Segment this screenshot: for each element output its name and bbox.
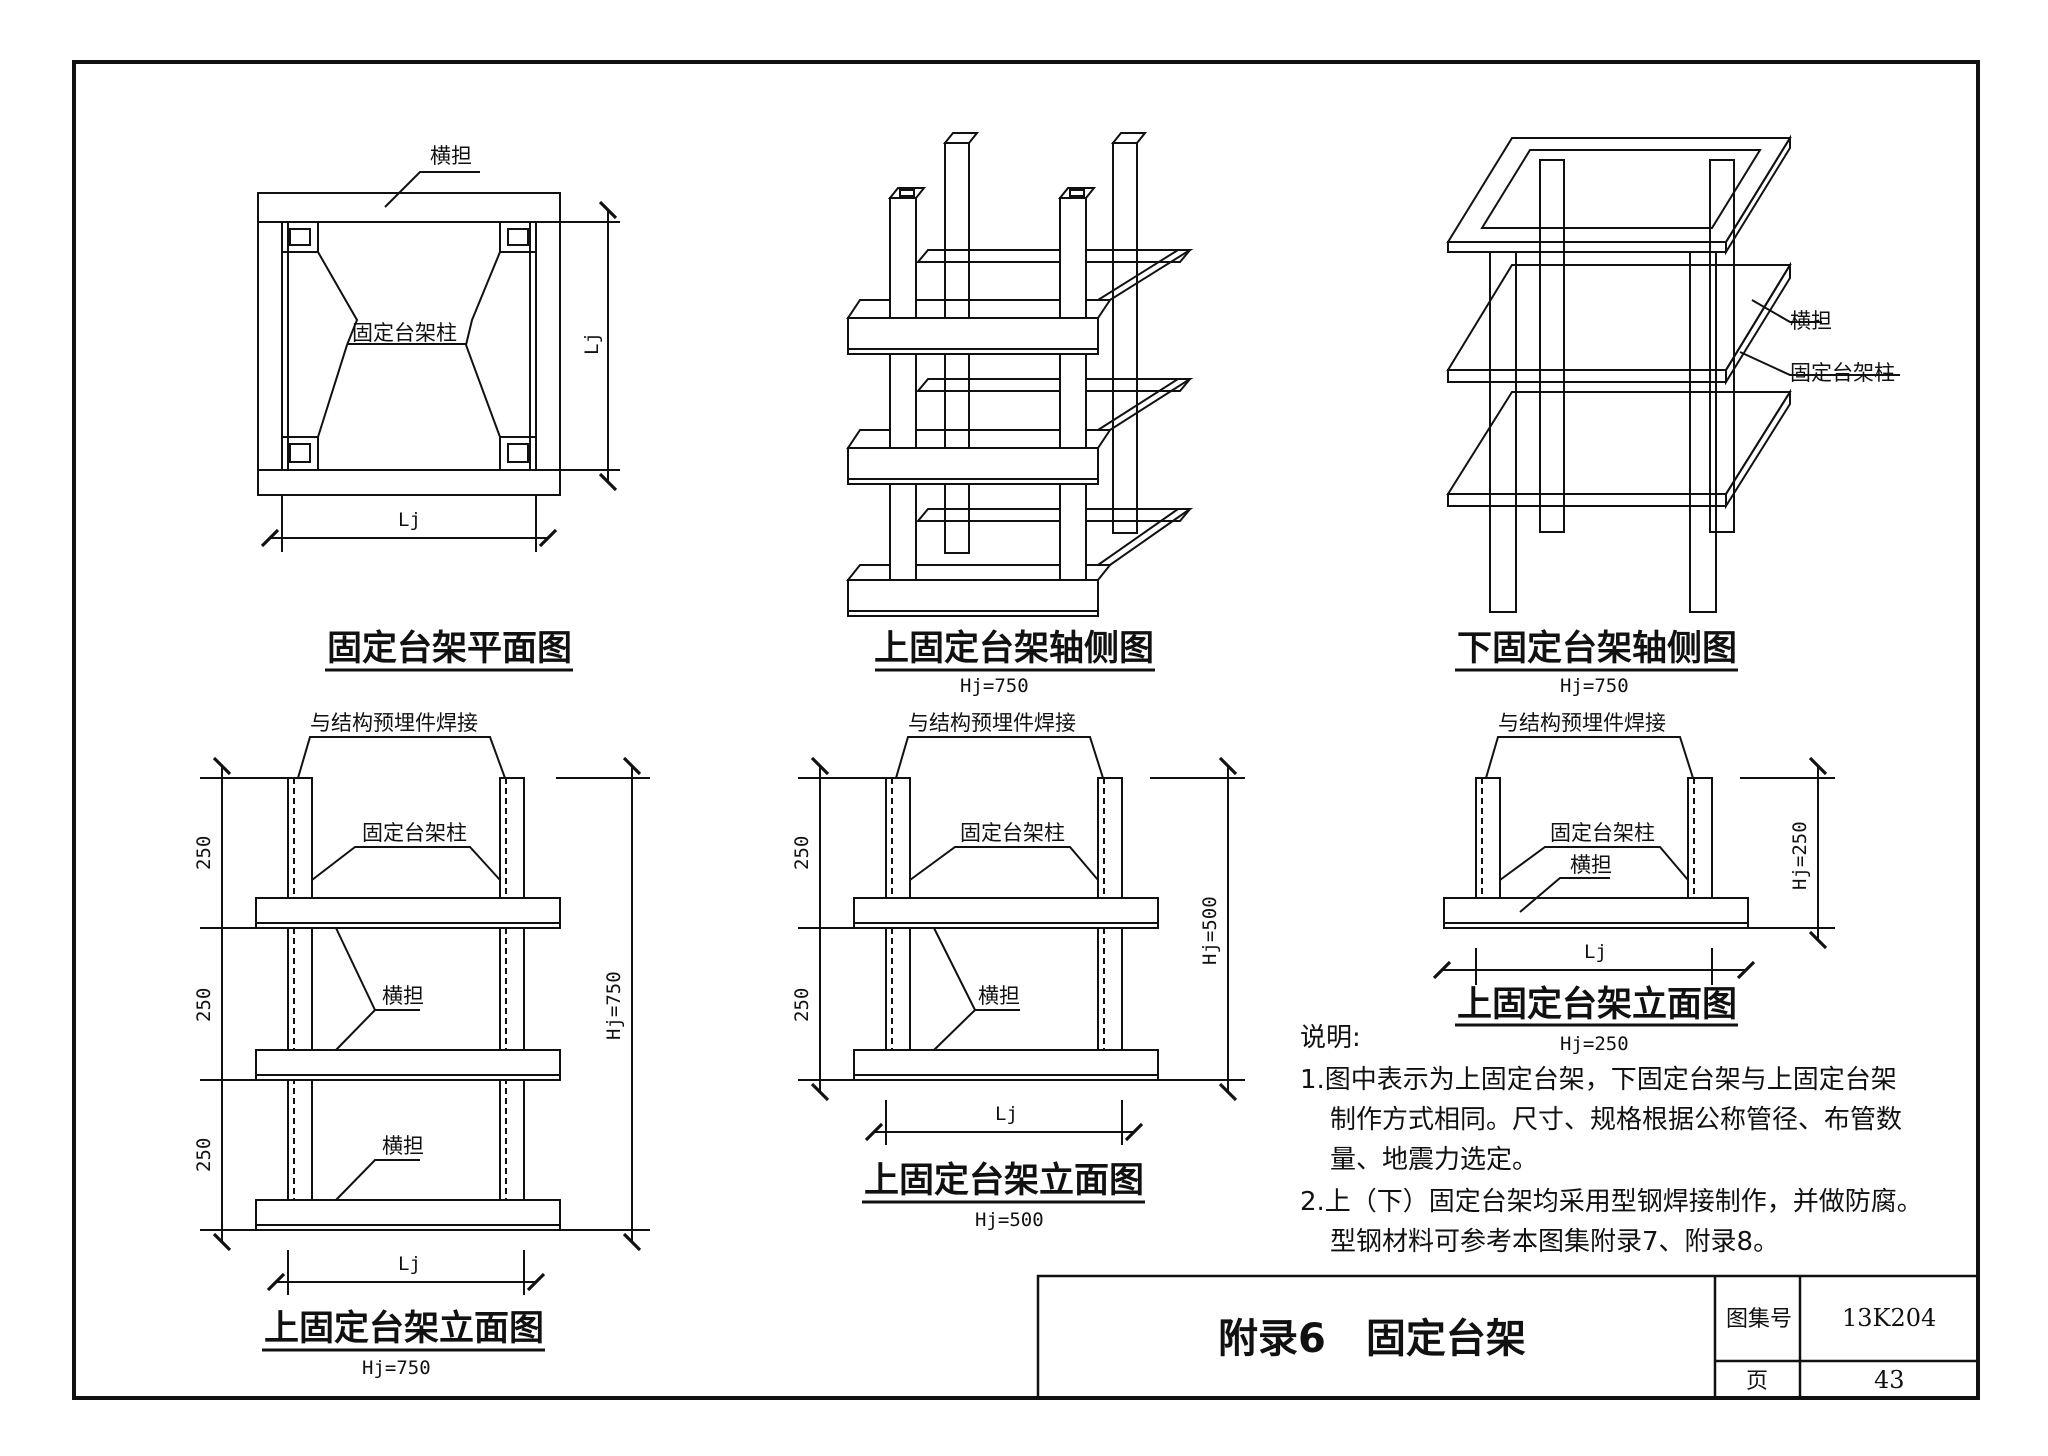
elev250-dim-lj: Lj — [1584, 941, 1607, 963]
notes-line-3: 量、地震力选定。 — [1330, 1145, 1538, 1175]
lower-axo-crossarm-label: 横担 — [1790, 309, 1832, 333]
upper-axo-view — [845, 132, 1194, 617]
elev500-column-label: 固定台架柱 — [960, 821, 1065, 845]
elev-250-view — [1432, 736, 1835, 985]
upper-axo-title: 上固定台架轴侧图 — [874, 629, 1154, 669]
lower-axo-column-label: 固定台架柱 — [1790, 361, 1895, 385]
elev500-dim-lj: Lj — [995, 1103, 1018, 1125]
plan-view — [257, 171, 620, 552]
elev500-dim-250-1: 250 — [791, 836, 813, 870]
elev250-subtitle: Hj=250 — [1560, 1033, 1629, 1055]
elev250-dim-hj: Hj=250 — [1789, 821, 1811, 890]
notes-line-2: 制作方式相同。尺寸、规格根据公称管径、布管数 — [1330, 1105, 1902, 1135]
elev750-crossarm-label-1: 横担 — [382, 984, 424, 1008]
notes-line-1: 1.图中表示为上固定台架，下固定台架与上固定台架 — [1300, 1065, 1897, 1095]
title-block-page-value: 43 — [1874, 1366, 1905, 1394]
elev500-subtitle: Hj=500 — [975, 1209, 1044, 1231]
upper-axo-subtitle: Hj=750 — [960, 675, 1029, 697]
plan-dim-vertical: Lj — [581, 332, 603, 355]
notes-heading: 说明: — [1300, 1023, 1361, 1053]
title-underlines — [262, 668, 1738, 1352]
title-block — [1036, 1274, 1980, 1400]
elev750-dim-250-1: 250 — [193, 836, 215, 870]
plan-title: 固定台架平面图 — [327, 629, 572, 669]
elev750-dim-hj: Hj=750 — [603, 971, 625, 1040]
title-block-page-label: 页 — [1746, 1369, 1768, 1394]
lower-axo-title: 下固定台架轴侧图 — [1457, 629, 1737, 669]
title-block-atlas-value: 13K204 — [1842, 1304, 1936, 1332]
elev500-title: 上固定台架立面图 — [864, 1161, 1144, 1201]
elev750-dim-250-2: 250 — [193, 988, 215, 1022]
plan-column-label: 固定台架柱 — [352, 321, 457, 345]
elev-750-view — [200, 736, 650, 1295]
elev750-title: 上固定台架立面图 — [264, 1309, 544, 1349]
elev500-dim-250-2: 250 — [791, 988, 813, 1022]
lower-axo-view — [1446, 134, 1900, 613]
elev750-subtitle: Hj=750 — [362, 1357, 431, 1379]
elev500-crossarm-label: 横担 — [978, 984, 1020, 1008]
sheet-border — [72, 60, 1980, 1400]
title-block-title: 附录6 固定台架 — [1218, 1316, 1526, 1362]
elev750-crossarm-label-2: 横担 — [382, 1134, 424, 1158]
elev250-title: 上固定台架立面图 — [1457, 985, 1737, 1025]
plan-crossarm-label: 横担 — [430, 144, 472, 168]
elev500-dim-hj: Hj=500 — [1199, 896, 1221, 965]
notes-line-4: 2.上（下）固定台架均采用型钢焊接制作，并做防腐。 — [1300, 1187, 1923, 1217]
notes-line-5: 型钢材料可参考本图集附录7、附录8。 — [1330, 1227, 1779, 1257]
elev750-dim-250-3: 250 — [193, 1138, 215, 1172]
elev750-weld-label: 与结构预埋件焊接 — [310, 711, 478, 735]
elev250-weld-label: 与结构预埋件焊接 — [1498, 711, 1666, 735]
plan-dim-horizontal: Lj — [398, 509, 421, 531]
elev500-weld-label: 与结构预埋件焊接 — [908, 711, 1076, 735]
title-block-atlas-label: 图集号 — [1726, 1307, 1792, 1332]
elev-500-view — [798, 736, 1245, 1145]
elev750-column-label: 固定台架柱 — [362, 821, 467, 845]
elev250-column-label: 固定台架柱 — [1550, 821, 1655, 845]
lower-axo-subtitle: Hj=750 — [1560, 675, 1629, 697]
elev250-crossarm-label: 横担 — [1570, 853, 1612, 877]
elev750-dim-lj: Lj — [398, 1253, 421, 1275]
